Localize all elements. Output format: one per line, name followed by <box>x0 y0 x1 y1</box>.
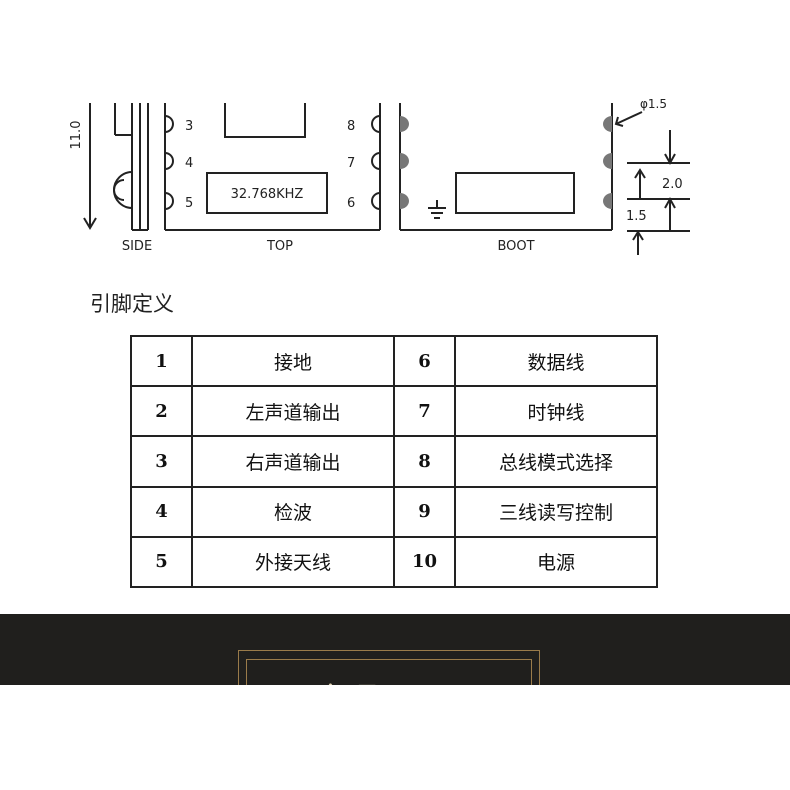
pin-definition-title: 引脚定义 <box>90 292 174 316</box>
pin-number: 8 <box>393 435 456 488</box>
pin-function: 数据线 <box>454 334 658 388</box>
height-dimension <box>83 103 97 230</box>
pin-function: 三线读写控制 <box>454 485 658 538</box>
pin-function: 外接天线 <box>191 535 395 589</box>
bottom-view <box>399 103 690 255</box>
table-row: 5 外接天线 10 电源 <box>130 535 658 589</box>
banner-title: 产品展示 <box>246 674 530 685</box>
pin-function: 总线模式选择 <box>454 435 658 488</box>
module-dimension-drawing: 11.0 3 4 5 8 7 6 32.768KHZ φ1.5 2.0 1.5 … <box>69 97 690 255</box>
pin-number: 7 <box>393 385 456 438</box>
pin-function: 电源 <box>454 535 658 589</box>
pin-number: 6 <box>393 334 456 388</box>
dimension-15-label: 1.5 <box>626 209 647 224</box>
pin-label-6: 6 <box>347 196 355 211</box>
top-view <box>164 103 381 231</box>
table-row: 4 检波 9 三线读写控制 <box>130 485 658 538</box>
pin-function: 接地 <box>191 334 395 388</box>
pin-number: 2 <box>130 385 193 438</box>
pin-definition-table: 1 接地 6 数据线 2 左声道输出 7 时钟线 3 右声道输出 8 总线模式选… <box>130 334 658 589</box>
side-view <box>113 103 149 231</box>
pin-function: 时钟线 <box>454 385 658 438</box>
pin-label-4: 4 <box>185 156 193 171</box>
pin-label-5: 5 <box>185 196 193 211</box>
pin-label-3: 3 <box>185 119 193 134</box>
pin-number: 1 <box>130 334 193 388</box>
pin-number: 9 <box>393 485 456 538</box>
top-view-label: TOP <box>266 239 293 254</box>
crystal-label: 32.768KHZ <box>231 187 304 202</box>
banner-frame-outer <box>238 650 540 685</box>
pin-function: 左声道输出 <box>191 385 395 438</box>
phi-label: φ1.5 <box>640 97 667 111</box>
pin-number: 3 <box>130 435 193 488</box>
pin-label-7: 7 <box>347 156 355 171</box>
pin-function: 右声道输出 <box>191 435 395 488</box>
banner-frame-inner <box>246 659 532 685</box>
product-showcase-banner: 产品展示 <box>0 614 790 685</box>
dimension-height-label: 11.0 <box>69 121 84 150</box>
pad-icons <box>400 116 612 209</box>
pin-number: 5 <box>130 535 193 589</box>
table-row: 1 接地 6 数据线 <box>130 334 658 388</box>
pin-number: 10 <box>393 535 456 589</box>
dimension-2-label: 2.0 <box>662 177 683 192</box>
table-row: 3 右声道输出 8 总线模式选择 <box>130 435 658 488</box>
pin-function: 检波 <box>191 485 395 538</box>
pin-label-8: 8 <box>347 119 355 134</box>
table-row: 2 左声道输出 7 时钟线 <box>130 385 658 438</box>
boot-view-label: BOOT <box>497 239 534 254</box>
pin-number: 4 <box>130 485 193 538</box>
side-view-label: SIDE <box>122 239 152 254</box>
